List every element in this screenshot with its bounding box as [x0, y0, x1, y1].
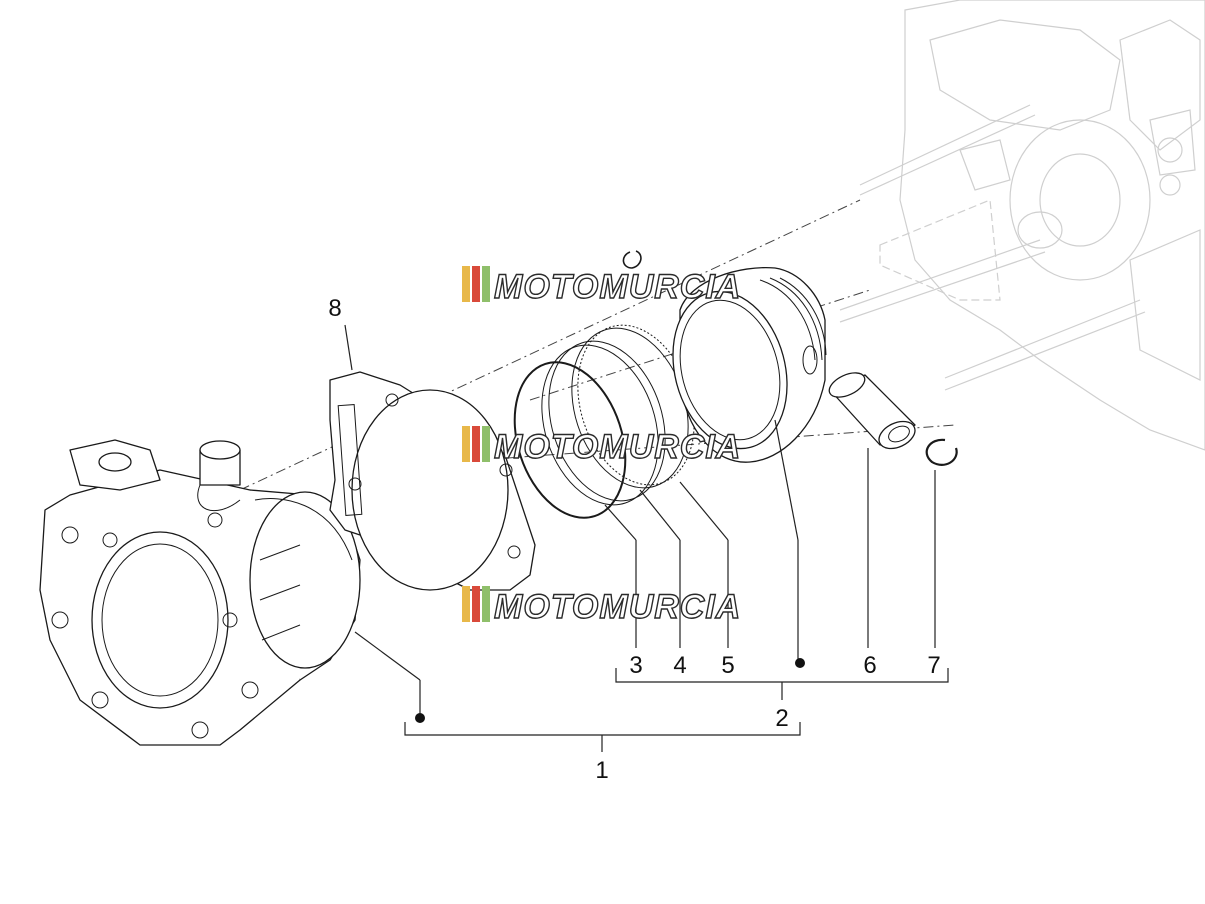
piston-pin-part [828, 372, 916, 450]
watermark-stripe-yellow [462, 426, 470, 462]
callout-dot-piston [795, 658, 805, 668]
watermark-bottom: MOTOMURCIA [462, 586, 741, 627]
piston-rings-part [513, 324, 695, 519]
watermark-text: MOTOMURCIA [494, 588, 741, 626]
callout-label-2: 2 [775, 705, 788, 732]
callout-dot-cylinder [415, 713, 425, 723]
callout-label-1: 1 [595, 757, 608, 784]
base-gasket-part [329, 371, 536, 591]
callout-label-6: 6 [863, 652, 876, 679]
watermark-stripe-yellow [462, 586, 470, 622]
watermark-stripe-green [482, 586, 490, 622]
watermark-stripe-yellow [462, 266, 470, 302]
watermark-stripe-red [472, 266, 480, 302]
leader-lines [344, 324, 949, 752]
watermark-top: MOTOMURCIA [462, 266, 741, 307]
callout-label-3: 3 [629, 652, 642, 679]
watermark-stripe-green [482, 426, 490, 462]
watermark-text: MOTOMURCIA [494, 428, 741, 466]
crankcase-background-illustration [839, 0, 1205, 451]
watermark-stripe-red [472, 586, 480, 622]
callout-label-4: 4 [673, 652, 686, 679]
cylinder-part [39, 439, 361, 746]
watermark-text: MOTOMURCIA [494, 268, 741, 306]
callout-labels: 8 3 4 5 6 7 2 1 [328, 295, 940, 784]
watermark-stripe-green [482, 266, 490, 302]
piston-part [672, 266, 827, 463]
circlip-upper-part [622, 250, 642, 269]
watermark-middle: MOTOMURCIA [462, 426, 741, 467]
circlip-part [925, 438, 958, 466]
callout-label-8: 8 [328, 295, 341, 322]
watermark-stripe-red [472, 426, 480, 462]
callout-label-5: 5 [721, 652, 734, 679]
callout-label-7: 7 [927, 652, 940, 679]
